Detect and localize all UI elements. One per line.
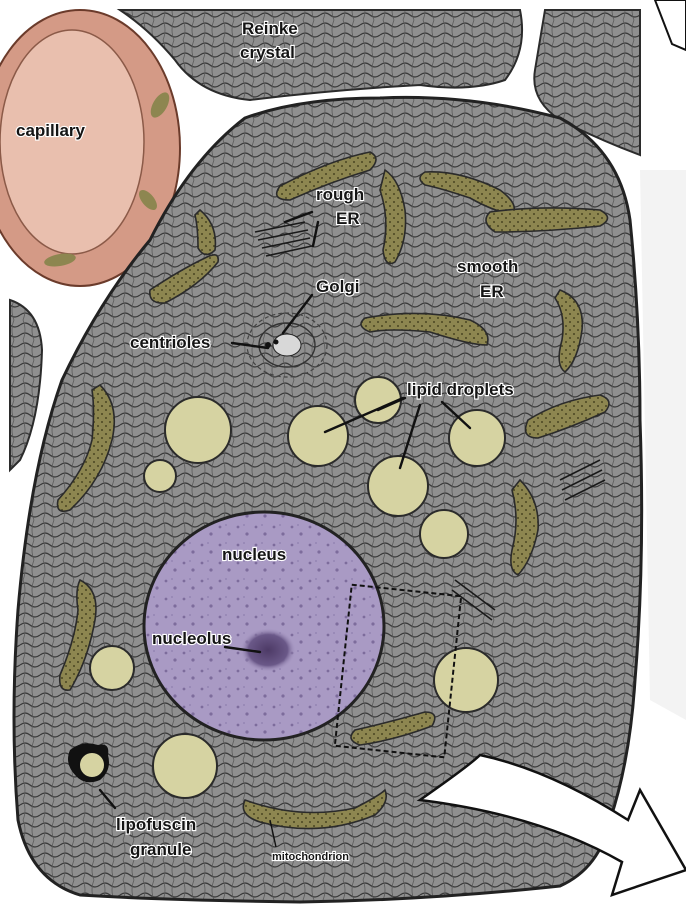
leader-lines [98, 210, 472, 848]
label-mitochondrion: mitochondrion [272, 851, 349, 863]
neighbor-cell-right [640, 170, 686, 720]
neighbor-cell-left [9, 298, 44, 473]
label-rough: rough [316, 185, 364, 204]
zoom-arrow-icon [416, 753, 686, 897]
label-nucleolus: nucleolus [152, 629, 231, 648]
lipofuscin-granule [68, 743, 109, 783]
label-smooth: smooth [457, 257, 518, 276]
capillary [0, 9, 181, 287]
nucleolus [240, 628, 296, 672]
label-crystal: crystal [240, 43, 295, 62]
label-golgi: Golgi [316, 277, 359, 296]
mitochondria [56, 151, 610, 830]
neighbor-cell-top [116, 9, 524, 102]
label-lipid-droplets: lipid droplets [407, 380, 514, 399]
label-rough-er: ER [336, 209, 360, 228]
label-smooth-er: ER [480, 282, 504, 301]
rough-er [254, 221, 606, 621]
label-nucleus: nucleus [222, 545, 286, 564]
corner-arrow-icon [653, 0, 686, 52]
label-centrioles: centrioles [130, 333, 210, 352]
label-capillary: capillary [16, 121, 86, 140]
nucleus [142, 510, 386, 742]
label-reinke: Reinke [242, 19, 298, 38]
label-lipofuscin: lipofuscin [116, 815, 196, 834]
centrioles [265, 339, 279, 348]
label-granule: granule [130, 840, 191, 859]
